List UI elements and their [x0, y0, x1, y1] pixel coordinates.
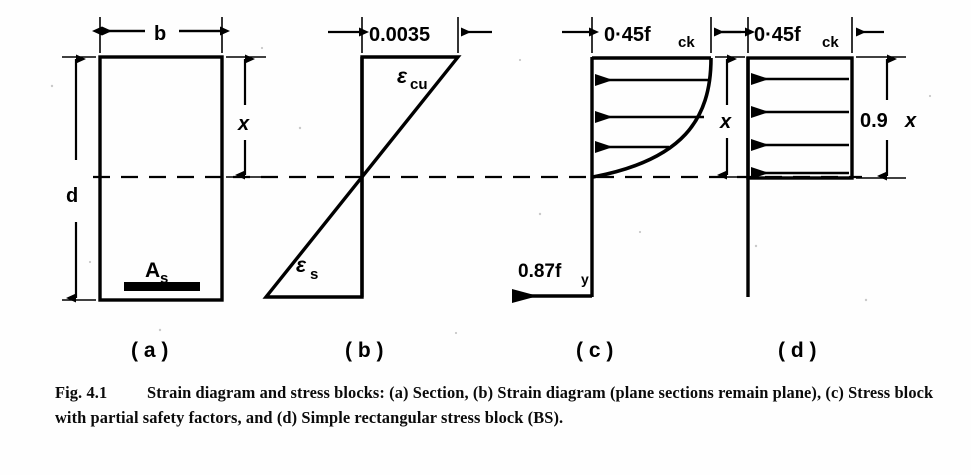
tension-strain-triangle: [262, 172, 364, 299]
panel-label-c: ( c ): [576, 339, 613, 362]
concrete-stress-label-d: 0·45f: [754, 24, 801, 46]
panel-label-b: ( b ): [345, 339, 383, 362]
block-depth-variable: x: [904, 110, 917, 132]
concrete-stress-label-c: 0·45f: [604, 24, 651, 46]
reinforcement-bar: [124, 282, 200, 291]
steel-strain-subscript: s: [310, 266, 318, 283]
figure-caption-text: Strain diagram and stress blocks: (a) Se…: [55, 383, 934, 427]
concrete-strain-value: 0.0035: [369, 24, 430, 46]
section-x-label: x: [237, 113, 250, 135]
figure-number: Fig. 4.1: [55, 383, 108, 402]
block-depth-label: 0.9: [860, 110, 888, 132]
steel-stress-subscript: y: [581, 271, 589, 287]
stress-c-x-label: x: [719, 111, 732, 133]
panel-c-stress-block: 0.87f y 0·45f ck x ( c ): [512, 17, 745, 362]
steel-area-label: A: [145, 259, 160, 282]
panel-label-d: ( d ): [778, 339, 816, 362]
parabolic-stress-curve: [592, 57, 713, 179]
concrete-strain-subscript: cu: [410, 76, 428, 93]
concrete-strain-symbol: ε: [397, 65, 408, 88]
steel-stress-label: 0.87f: [518, 261, 562, 282]
panel-d-stress-block: 0·45f ck 0.9 x ( d ): [722, 17, 917, 362]
concrete-stress-subscript-d: ck: [822, 34, 839, 51]
section-depth-label: d: [66, 185, 78, 207]
compression-strain-triangle: [360, 55, 462, 182]
steel-strain-symbol: ε: [296, 254, 307, 277]
strain-stress-diagram: A s b d x ( a ): [50, 17, 932, 362]
concrete-stress-subscript-c: ck: [678, 34, 695, 51]
panel-b-strain-diagram: 0.0035 ε cu ε s ( b ): [262, 17, 492, 362]
panel-a-section: A s b d x ( a ): [62, 17, 266, 362]
rectangular-stress-block: [746, 56, 854, 180]
section-rectangle: [98, 55, 224, 302]
steel-area-subscript: s: [160, 270, 168, 287]
panel-label-a: ( a ): [131, 339, 168, 362]
scan-artifacts: [50, 46, 932, 335]
section-width-label: b: [154, 23, 166, 45]
